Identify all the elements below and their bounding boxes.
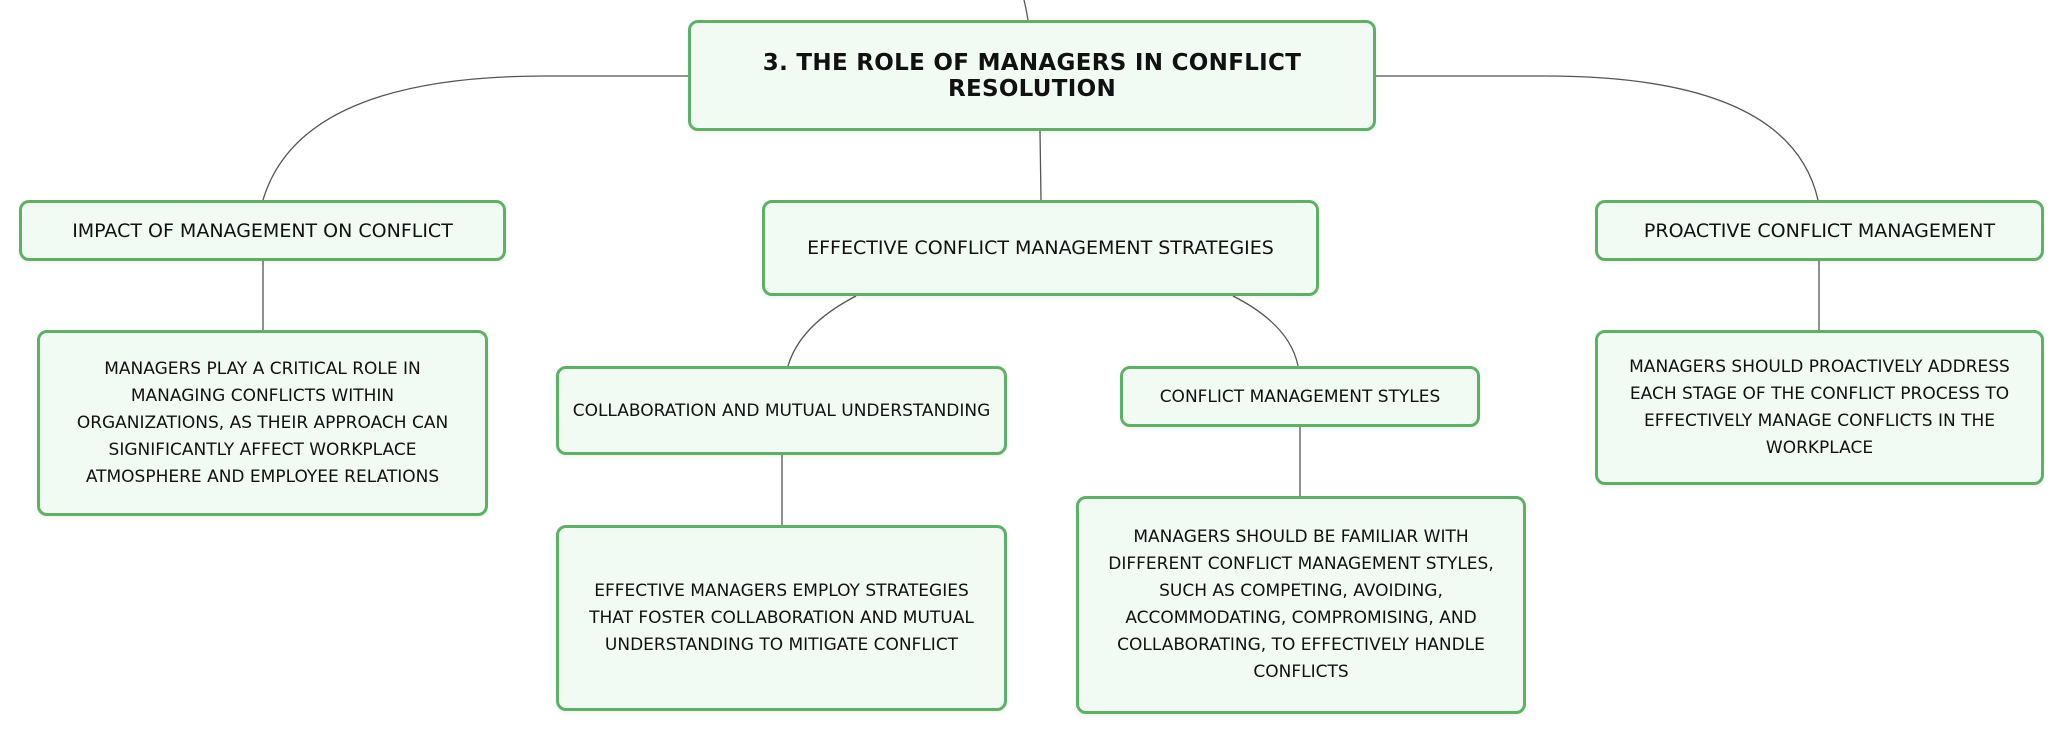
detail-impact-text: MANAGERS PLAY A CRITICAL ROLE IN MANAGIN… — [76, 358, 449, 487]
subtopic-conflict-styles[interactable]: CONFLICT MANAGEMENT STYLES — [1120, 366, 1480, 427]
topic-effective-strategies[interactable]: EFFECTIVE CONFLICT MANAGEMENT STRATEGIES — [762, 200, 1319, 296]
subtopic-collaboration-label: COLLABORATION AND MUTUAL UNDERSTANDING — [572, 400, 991, 421]
root-node[interactable]: 3. THE ROLE OF MANAGERS IN CONFLICT RESO… — [688, 20, 1376, 131]
connector-strategies-collaboration — [787, 295, 857, 367]
connector-strategies-styles — [1232, 295, 1299, 367]
detail-collaboration-text: EFFECTIVE MANAGERS EMPLOY STRATEGIES THA… — [589, 580, 974, 655]
connector-root-strategies — [1039, 130, 1042, 201]
detail-proactive-text: MANAGERS SHOULD PROACTIVELY ADDRESS EACH… — [1629, 356, 2010, 458]
subtopic-collaboration[interactable]: COLLABORATION AND MUTUAL UNDERSTANDING — [556, 366, 1007, 455]
topic-proactive-management[interactable]: PROACTIVE CONFLICT MANAGEMENT — [1595, 200, 2044, 261]
detail-impact-of-management[interactable]: MANAGERS PLAY A CRITICAL ROLE IN MANAGIN… — [37, 330, 488, 516]
topic-proactive-label: PROACTIVE CONFLICT MANAGEMENT — [1643, 219, 1996, 242]
detail-styles-text: MANAGERS SHOULD BE FAMILIAR WITH DIFFERE… — [1108, 527, 1494, 682]
connector-incoming — [1023, 0, 1029, 21]
root-node-label: 3. THE ROLE OF MANAGERS IN CONFLICT RESO… — [762, 49, 1302, 102]
connector-root-proactive — [1376, 75, 1819, 201]
connector-root-impact — [262, 75, 688, 201]
detail-collaboration[interactable]: EFFECTIVE MANAGERS EMPLOY STRATEGIES THA… — [556, 525, 1007, 711]
topic-impact-label: IMPACT OF MANAGEMENT ON CONFLICT — [72, 219, 453, 242]
topic-impact-of-management[interactable]: IMPACT OF MANAGEMENT ON CONFLICT — [19, 200, 506, 261]
detail-conflict-styles[interactable]: MANAGERS SHOULD BE FAMILIAR WITH DIFFERE… — [1076, 496, 1526, 714]
subtopic-styles-label: CONFLICT MANAGEMENT STYLES — [1159, 386, 1441, 407]
topic-strategies-label: EFFECTIVE CONFLICT MANAGEMENT STRATEGIES — [807, 237, 1274, 259]
detail-proactive-management[interactable]: MANAGERS SHOULD PROACTIVELY ADDRESS EACH… — [1595, 330, 2044, 485]
